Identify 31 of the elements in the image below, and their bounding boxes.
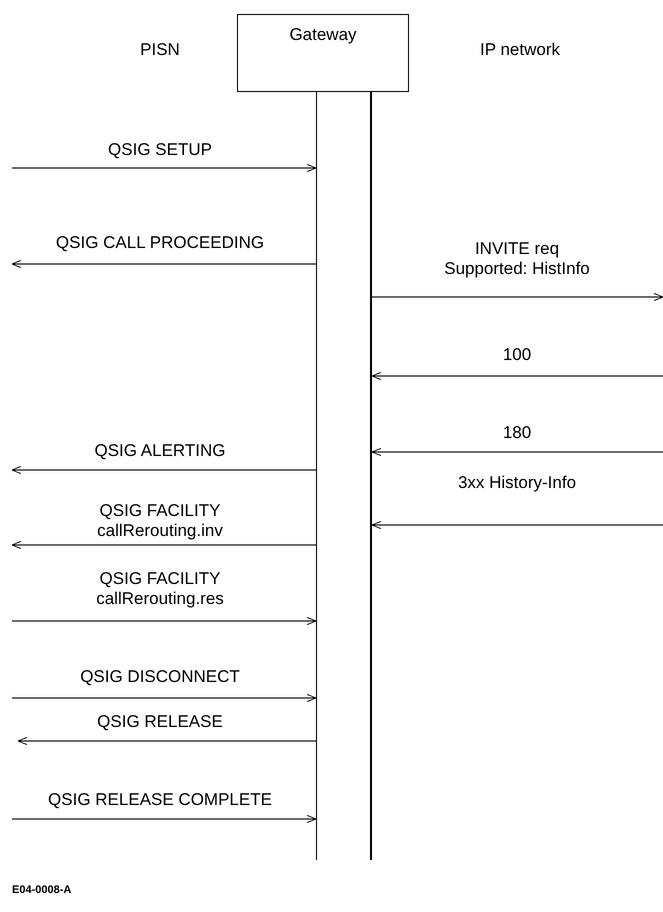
message-label: QSIG SETUP xyxy=(107,140,213,160)
lifeline xyxy=(370,92,372,860)
message-label: QSIG FACILITY callRerouting.res xyxy=(95,569,225,609)
arrow xyxy=(12,814,316,824)
arrow xyxy=(18,736,316,746)
arrow xyxy=(12,540,316,550)
entity-name: Gateway xyxy=(288,25,358,45)
arrow xyxy=(12,164,316,172)
message-label: QSIG CALL PROCEEDING xyxy=(54,233,266,253)
arrow xyxy=(12,694,316,702)
arrow xyxy=(12,466,316,474)
lifeline xyxy=(316,92,317,860)
message-label: INVITE req Supported: HistInfo xyxy=(443,239,591,279)
message-label: QSIG RELEASE COMPLETE xyxy=(47,790,273,810)
arrow xyxy=(12,616,316,626)
message-label: QSIG FACILITY callRerouting.inv xyxy=(96,501,224,541)
message-label: 3xx History-Info xyxy=(456,473,578,493)
column-heading: PISN xyxy=(139,40,181,60)
column-heading: IP network xyxy=(478,40,561,60)
message-label: 180 xyxy=(502,423,532,443)
figure-code: E04-0008-A xyxy=(12,883,72,898)
arrow xyxy=(12,260,316,268)
entity-box xyxy=(237,14,409,92)
message-label: QSIG DISCONNECT xyxy=(79,667,241,687)
message-label: QSIG ALERTING xyxy=(93,441,226,461)
message-label: 100 xyxy=(502,345,532,365)
arrow xyxy=(372,448,663,456)
message-label: QSIG RELEASE xyxy=(96,712,224,732)
arrow xyxy=(372,372,663,380)
arrow xyxy=(372,520,663,530)
arrow xyxy=(372,292,663,302)
